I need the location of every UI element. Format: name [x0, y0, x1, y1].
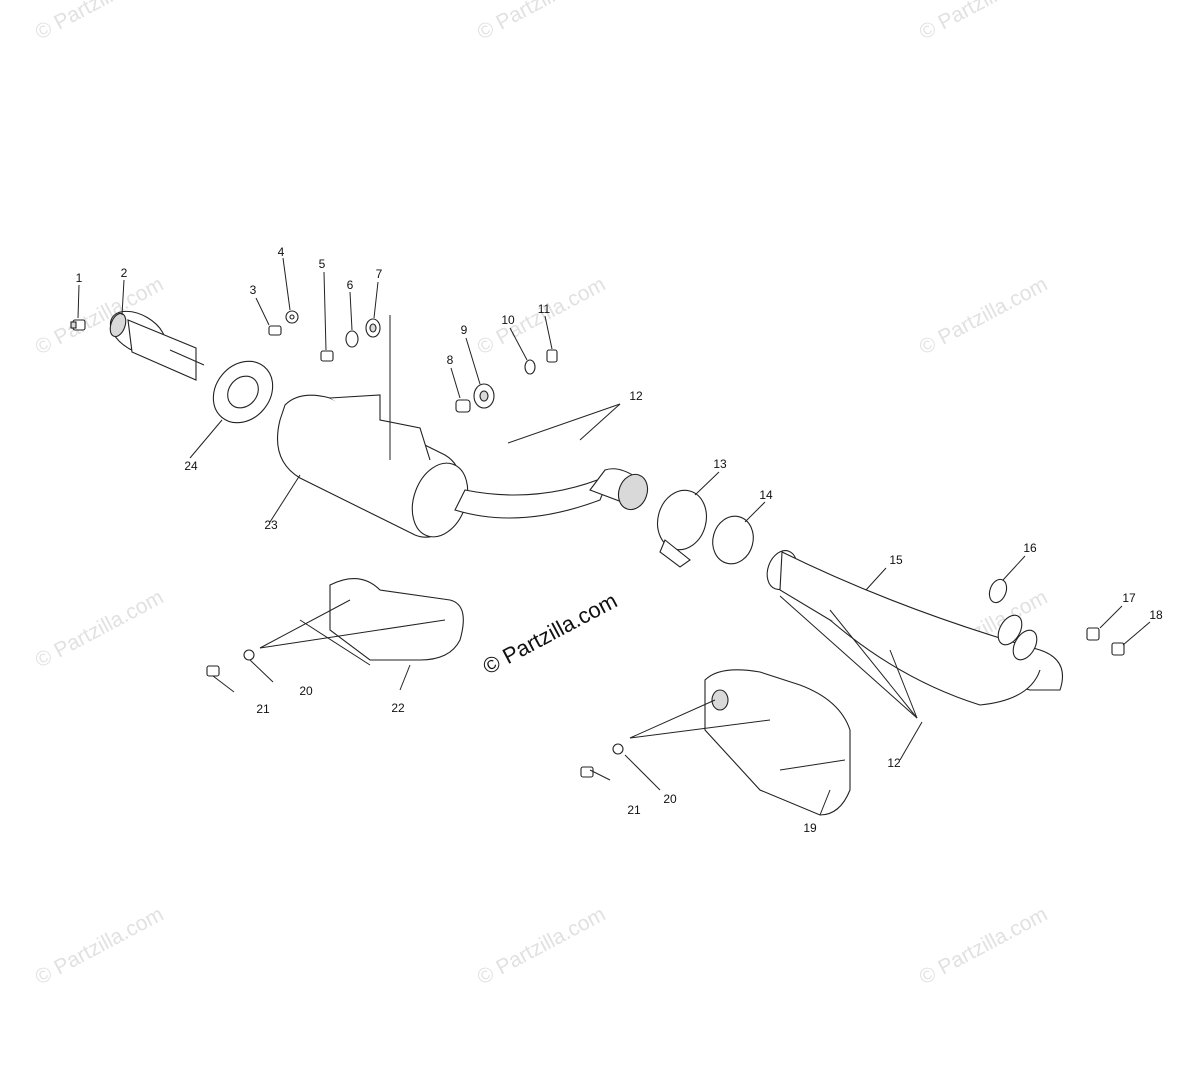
part-22-heat-shield [329, 578, 464, 661]
part-13-clamp [657, 489, 707, 568]
callout-13: 13 [713, 457, 727, 471]
part-15-header-pipe [766, 550, 1064, 706]
callout-21: 21 [627, 803, 641, 817]
callout-9: 9 [461, 323, 468, 337]
part-6-washer [345, 330, 359, 348]
callout-24: 24 [184, 459, 198, 473]
callout-18: 18 [1149, 608, 1163, 622]
part-14-seal [712, 515, 754, 565]
part-8-sleeve [455, 399, 471, 413]
watermark: © Partzilla.com [474, 903, 610, 990]
callout-15: 15 [889, 553, 903, 567]
callout-14: 14 [759, 488, 773, 502]
callout-7: 7 [376, 267, 383, 281]
callout-3: 3 [250, 283, 257, 297]
leader-lines [77, 257, 1151, 816]
watermark: © Partzilla.com [474, 0, 610, 44]
callout-12: 12 [887, 756, 901, 770]
part-23-muffler [276, 394, 649, 538]
callout-8: 8 [447, 353, 454, 367]
part-5-bolt [320, 350, 334, 362]
part-1-bolt [70, 319, 86, 331]
watermark: © Partzilla.com [916, 273, 1052, 360]
part-17-nut [1086, 627, 1100, 641]
part-16-gasket [988, 578, 1008, 604]
part-2-spark-arrestor [109, 310, 205, 381]
callout-12: 12 [629, 389, 643, 403]
watermark: © Partzilla.com [32, 903, 168, 990]
watermark: © Partzilla.com [916, 903, 1052, 990]
callout-5: 5 [319, 257, 326, 271]
callout-20: 20 [663, 792, 677, 806]
callout-21: 21 [256, 702, 270, 716]
part-24-gasket [212, 360, 274, 424]
callout-4: 4 [278, 245, 285, 259]
callout-22: 22 [391, 701, 405, 715]
callout-10: 10 [501, 313, 515, 327]
callout-19: 19 [803, 821, 817, 835]
watermark: © Partzilla.com [32, 0, 168, 44]
callout-17: 17 [1122, 591, 1136, 605]
part-18-nut [1111, 642, 1125, 656]
watermark: © Partzilla.com [474, 273, 610, 360]
part-4-washer [285, 310, 299, 324]
watermark: © Partzilla.com [32, 586, 168, 673]
part-20-washer [243, 649, 255, 661]
callout-1: 1 [76, 271, 83, 285]
part-7-grommet [365, 318, 381, 338]
part-9-grommet [473, 383, 495, 409]
part-21-bolt [580, 766, 594, 778]
callout-20: 20 [299, 684, 313, 698]
callout-6: 6 [347, 278, 354, 292]
callout-2: 2 [121, 266, 128, 280]
part-11-nut [546, 349, 558, 363]
callout-16: 16 [1023, 541, 1037, 555]
callout-23: 23 [264, 518, 278, 532]
part-21-bolt [206, 665, 220, 677]
callout-labels: 1 2 3 4 5 6 7 8 9 10 11 12 12 13 14 15 1… [76, 245, 1163, 835]
part-3-screw [268, 325, 282, 336]
part-10-washer [524, 359, 536, 375]
callout-11: 11 [538, 302, 551, 316]
center-watermark: © Partzilla.com [479, 588, 622, 680]
watermark: © Partzilla.com [916, 0, 1052, 44]
part-19-heat-shield [704, 669, 851, 816]
part-20-washer [612, 743, 624, 755]
